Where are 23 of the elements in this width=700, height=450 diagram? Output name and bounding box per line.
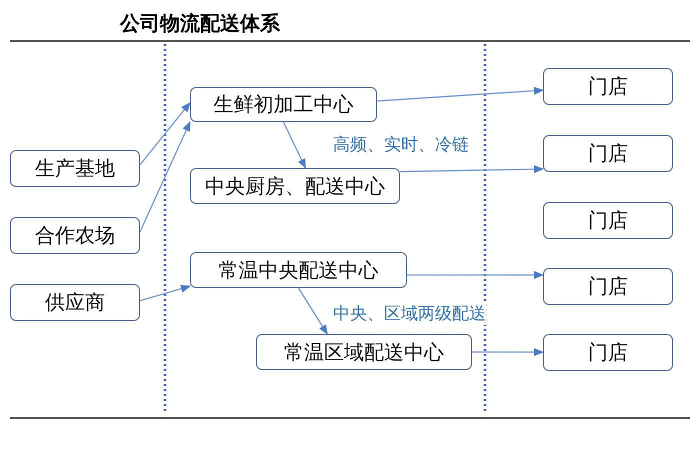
center-box: 常温区域配送中心 [256,334,472,370]
store-box: 门店 [543,68,673,105]
store-box: 门店 [543,268,673,305]
store-box: 门店 [543,135,673,172]
arrow [298,288,328,335]
source-box: 生产基地 [10,150,140,187]
source-box: 合作农场 [10,217,140,254]
store-box: 门店 [543,334,673,371]
arrow [139,121,191,232]
source-box: 供应商 [10,284,140,321]
title: 公司物流配送体系 [120,10,280,37]
arrow [376,86,544,102]
arrow [472,348,544,356]
arrow [140,102,191,166]
arrow [282,122,306,169]
center-box: 中央厨房、配送中心 [190,168,400,204]
center-box: 生鲜初加工中心 [190,87,377,122]
arrow [400,165,544,174]
center-box: 常温中央配送中心 [190,252,407,288]
arrow [407,271,544,280]
arrow [140,284,191,302]
flow-note: 中央、区域两级配送 [333,302,486,325]
store-box: 门店 [543,202,673,239]
